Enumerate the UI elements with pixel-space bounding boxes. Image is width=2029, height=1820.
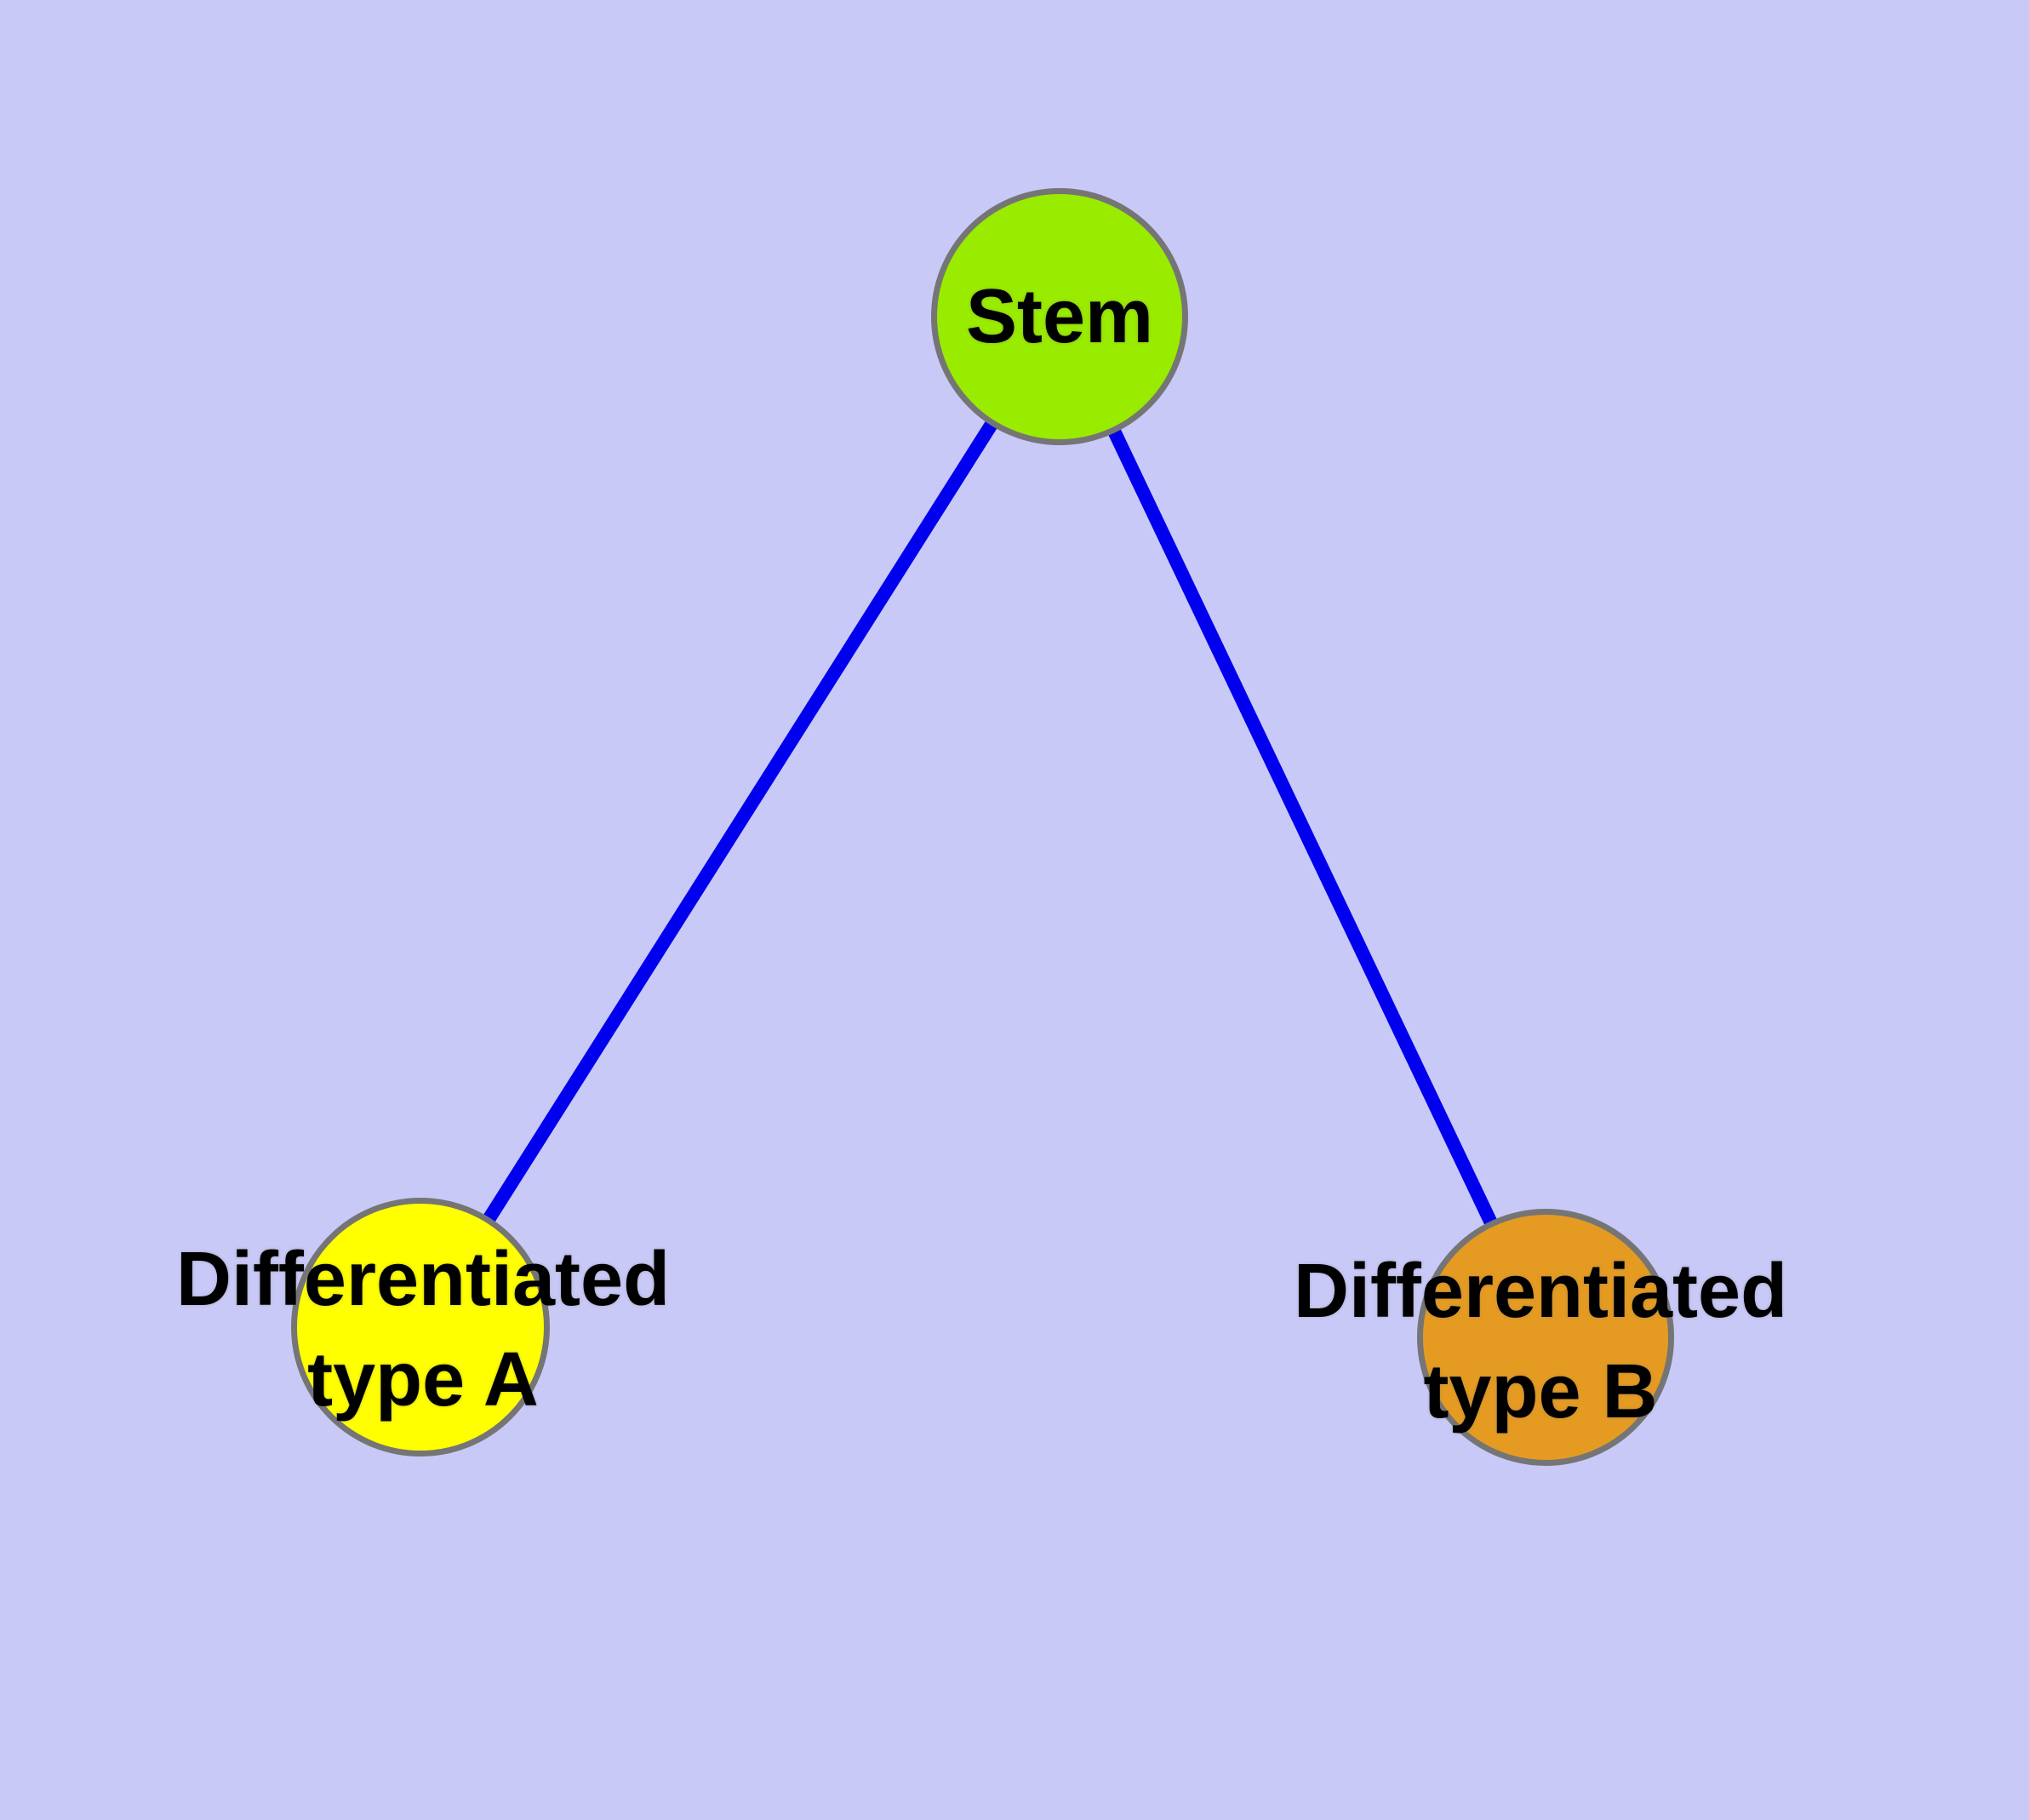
edge-stem-to-type-a <box>414 312 1066 1331</box>
node-stem-label: Stem <box>965 274 1154 359</box>
edge-stem-to-type-b <box>1053 313 1552 1341</box>
node-stem <box>931 188 1188 445</box>
node-differentiated-type-b-label: Differentiated type B <box>1293 1249 1788 1434</box>
node-differentiated-type-b <box>1417 1209 1674 1466</box>
node-differentiated-type-a-label: Differentiated type A <box>175 1237 671 1422</box>
node-differentiated-type-a <box>291 1198 550 1457</box>
